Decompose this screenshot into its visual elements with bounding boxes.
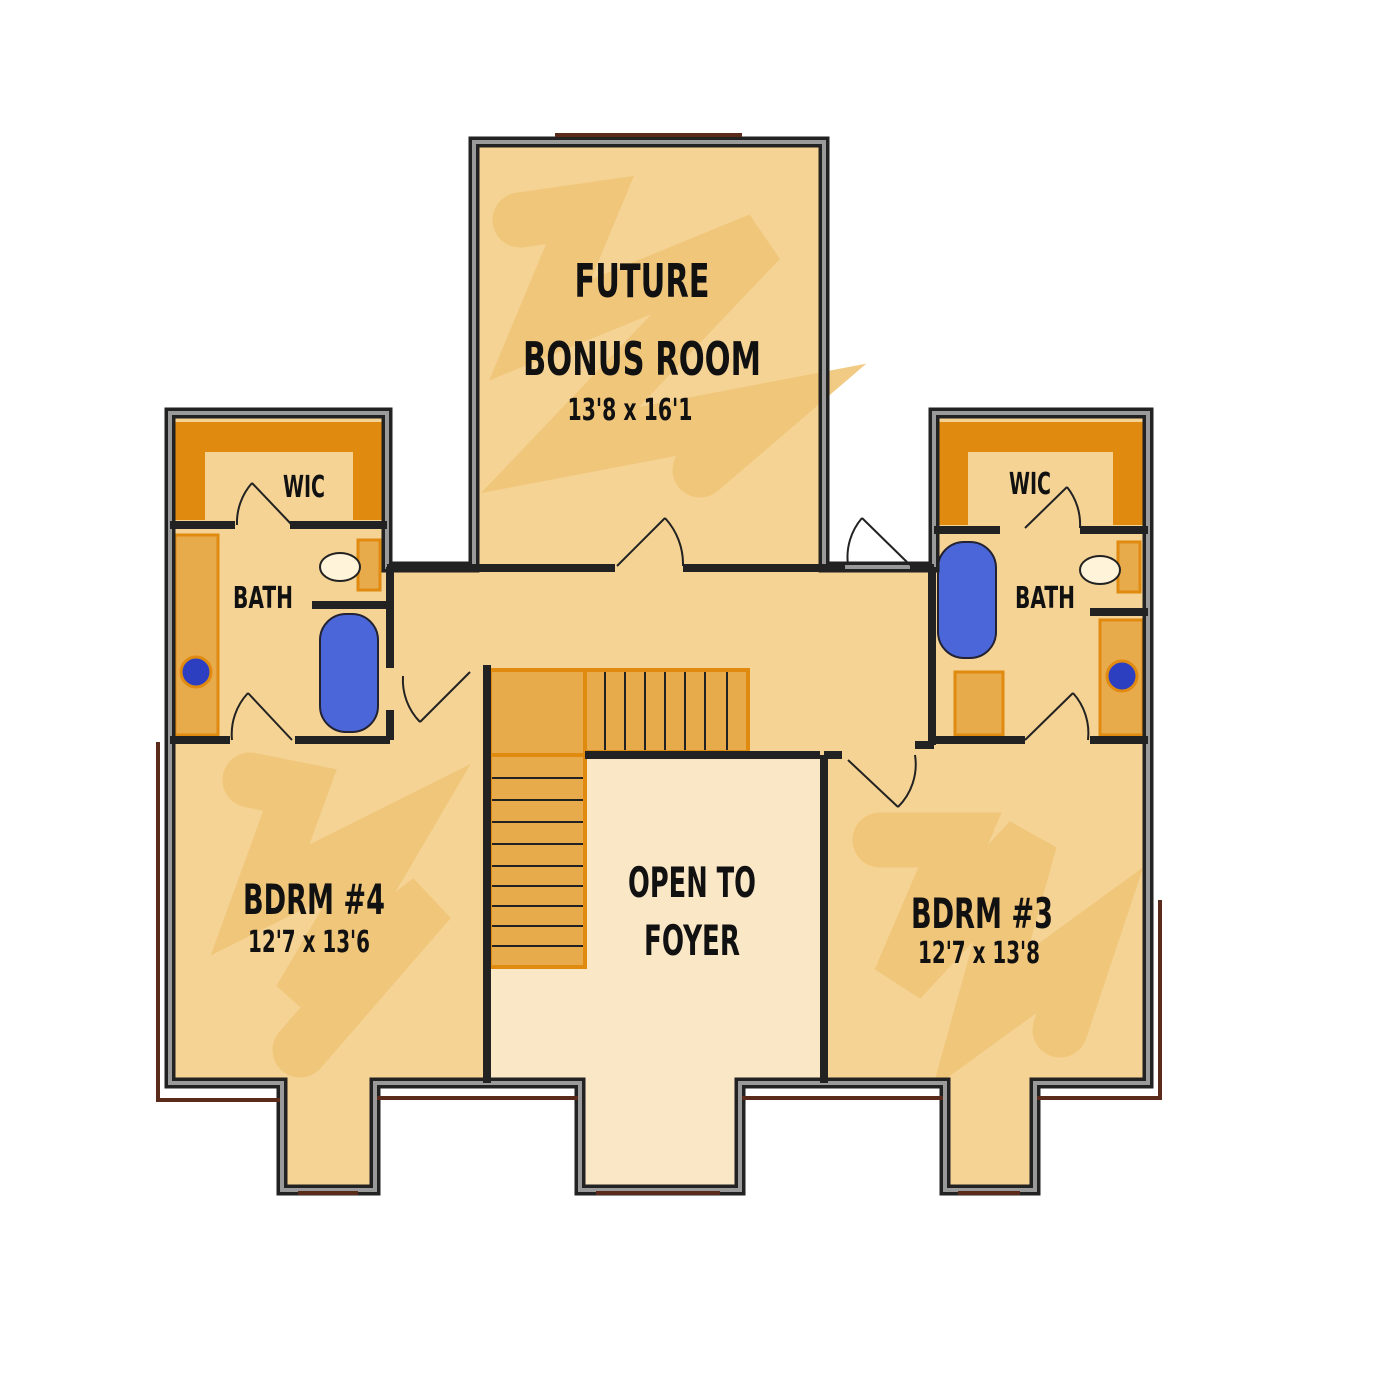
staircase [488, 668, 750, 969]
bathtub-icon [937, 541, 997, 659]
exterior-trim [156, 133, 1162, 1195]
bdrm3-label: BDRM #3 [911, 889, 1053, 938]
toilet-icon [1079, 555, 1121, 585]
foyer-label-line1: OPEN TO [628, 858, 756, 907]
sink-icon [179, 655, 213, 689]
door-swings [230, 482, 1090, 808]
bdrm4-label: BDRM #4 [243, 875, 385, 924]
wic-right-label: WIC [1009, 467, 1051, 502]
wic-shelving [175, 422, 1143, 525]
shelf-left [356, 538, 382, 592]
wic-left-label: WIC [283, 470, 325, 505]
texture-blobs [210, 175, 1144, 1089]
sink-icon [1105, 659, 1139, 693]
walls [164, 136, 1154, 1196]
bonus-room-dimensions: 13'8 x 16'1 [568, 393, 693, 428]
linen-cabinet [953, 670, 1005, 737]
bdrm3-dimensions: 12'7 x 13'8 [918, 936, 1040, 971]
bathtub-icon [319, 613, 379, 733]
shelf-right [1116, 540, 1142, 594]
bonus-room-title-line2: BONUS ROOM [523, 332, 761, 386]
vanity-left [173, 533, 220, 737]
bath-left-label: BATH [233, 581, 293, 616]
bath-right-label: BATH [1015, 581, 1075, 616]
foyer-label-line2: FOYER [644, 916, 740, 965]
foyer-bay [580, 1080, 740, 1190]
bdrm4-dimensions: 12'7 x 13'6 [248, 925, 370, 960]
toilet-icon [319, 552, 361, 582]
bonus-room-title-line1: FUTURE [575, 254, 710, 308]
